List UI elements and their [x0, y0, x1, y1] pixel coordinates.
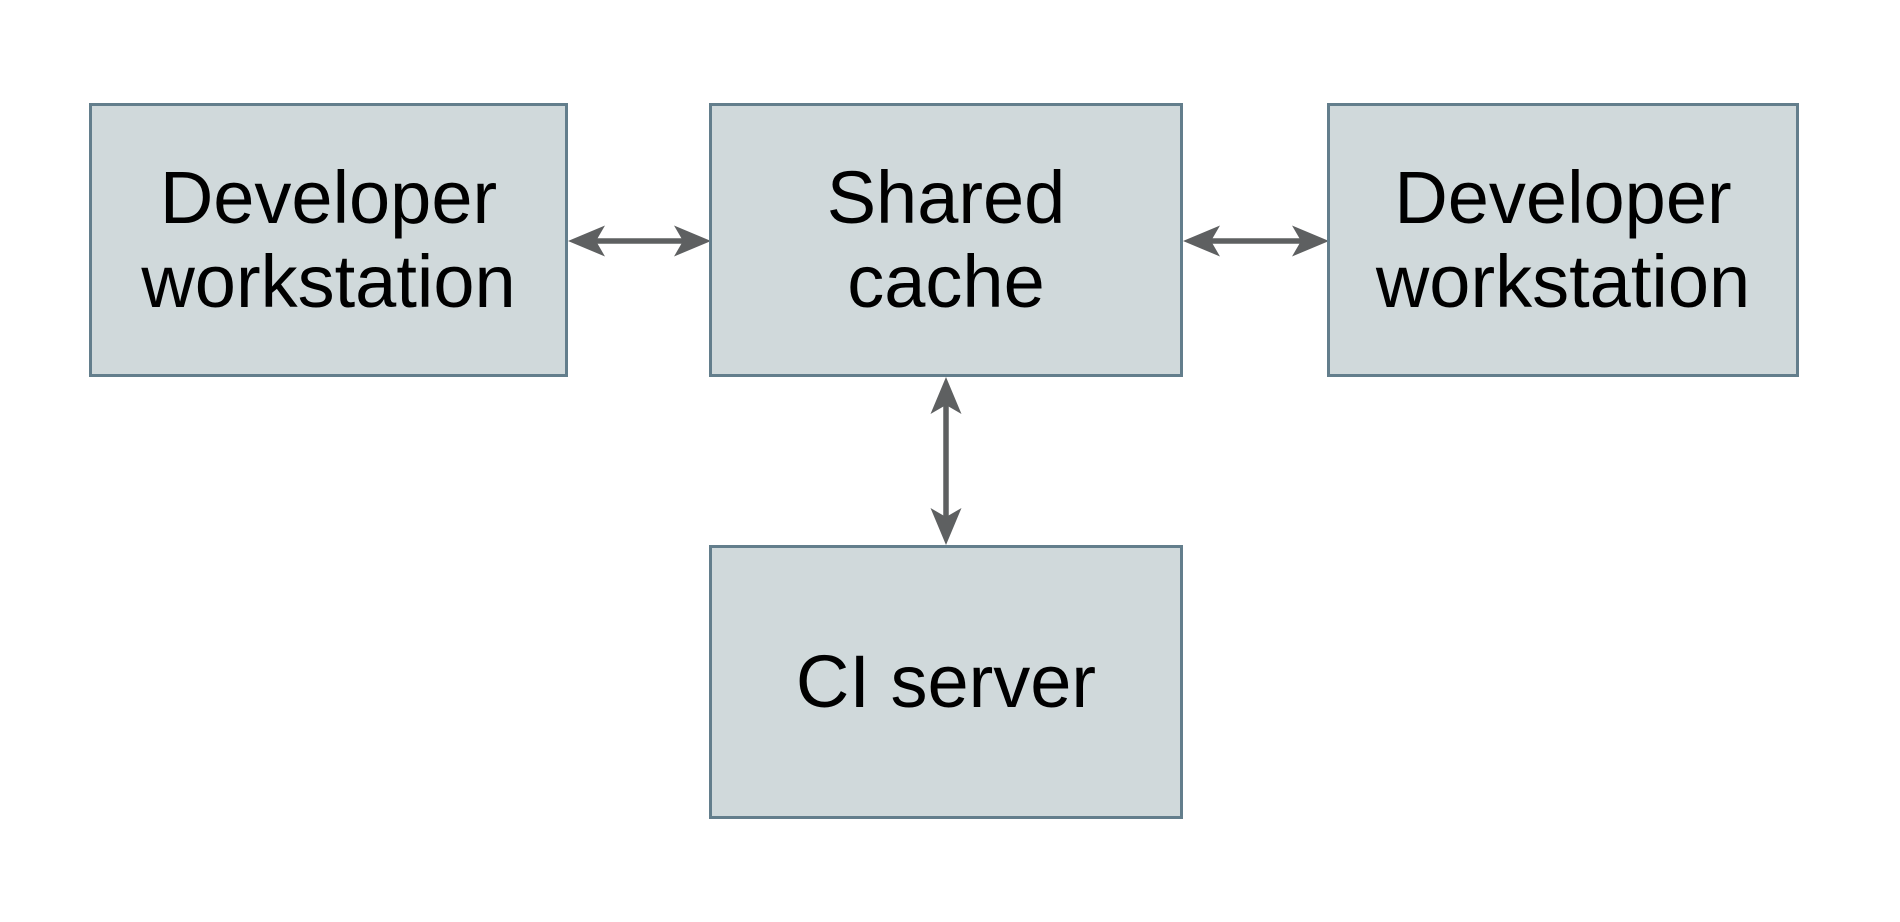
node-label: Developer workstation: [1375, 156, 1751, 323]
arrow-cache-devright-bidirectional: [1183, 225, 1329, 257]
arrow-devleft-cache-bidirectional: [568, 225, 711, 257]
node-label: CI server: [795, 640, 1097, 723]
node-ci-server: CI server: [709, 545, 1183, 819]
node-developer-workstation-left: Developer workstation: [89, 103, 568, 377]
node-label: Shared cache: [826, 156, 1066, 323]
arrow-cache-ciserver-bidirectional: [930, 377, 962, 545]
node-label: Developer workstation: [141, 156, 516, 323]
node-shared-cache: Shared cache: [709, 103, 1183, 377]
node-developer-workstation-right: Developer workstation: [1327, 103, 1799, 377]
